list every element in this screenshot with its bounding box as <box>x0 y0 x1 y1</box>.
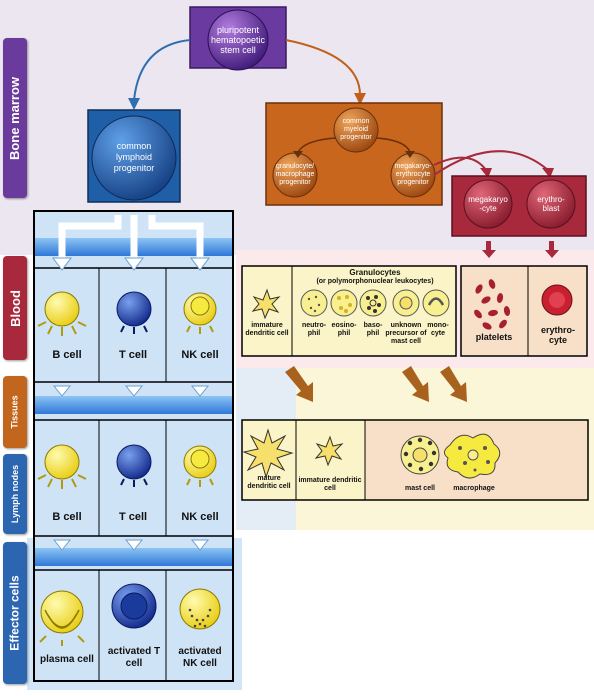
stem-cell-label: pluripotent hematopoetic stem cell <box>210 25 266 55</box>
erythrocyte-label: erythro- cyte <box>540 325 575 345</box>
mature-dc-label: mature dendritic cell <box>247 475 291 490</box>
blood-b-cell-graphic <box>37 291 87 336</box>
myeloid-progenitor-label: common myeloid progenitor <box>340 118 372 141</box>
lymph-nodes-tab: Lymph nodes <box>3 454 27 534</box>
blood-t-cell-label: T cell <box>118 349 148 361</box>
platelets-label: platelets <box>475 332 513 342</box>
eosinophil-label: eosino- phil <box>331 322 357 337</box>
effector-cells-tab: Effector cells <box>3 542 27 684</box>
bone-marrow-tab: Bone marrow <box>3 38 27 198</box>
granulocytes-subtitle: (or polymorphonuclear leukocytes) <box>316 278 434 285</box>
blood-b-cell-label: B cell <box>52 349 82 361</box>
plasma-cell-label: plasma cell <box>40 654 94 665</box>
lymph-t-cell-label: T cell <box>118 511 148 523</box>
basophil-label: baso- phil <box>363 322 383 337</box>
monocyte-label: mono- cyte <box>427 322 449 337</box>
activated-t-cell-label: activated T cell <box>107 646 161 669</box>
erythroblast-label: erythro- blast <box>537 195 565 213</box>
activated-nk-cell-label: activated NK cell <box>178 646 222 669</box>
immature-dc-blood-label: immature dendritic cell <box>245 322 289 337</box>
tissues-tab: Tissues <box>3 376 27 448</box>
lymphoid-progenitor-label: common lymphoid progenitor <box>113 140 155 173</box>
gm-progenitor-label: granulocyte/ macrophage progenitor <box>275 163 315 186</box>
immature-dc-tissue-label: immature dendritic cell <box>298 477 362 492</box>
megakaryocyte-label: megakaryo -cyte <box>468 195 508 213</box>
blood-nk-cell-label: NK cell <box>181 349 219 361</box>
mast-cell-label: mast cell <box>405 485 435 492</box>
macrophage-label: macrophage <box>453 485 495 492</box>
neutrophil-label: neutro- phil <box>301 322 327 337</box>
granulocytes-title: Granulocytes <box>349 268 401 277</box>
lymph-b-cell-label: B cell <box>52 511 82 523</box>
me-progenitor-label: megakaryo- erythrocyte progenitor <box>394 163 432 186</box>
unknown-precursor-label: unknown precursor of mast cell <box>385 322 427 345</box>
blood-tab: Blood <box>3 256 27 360</box>
lymph-nk-cell-label: NK cell <box>181 511 219 523</box>
